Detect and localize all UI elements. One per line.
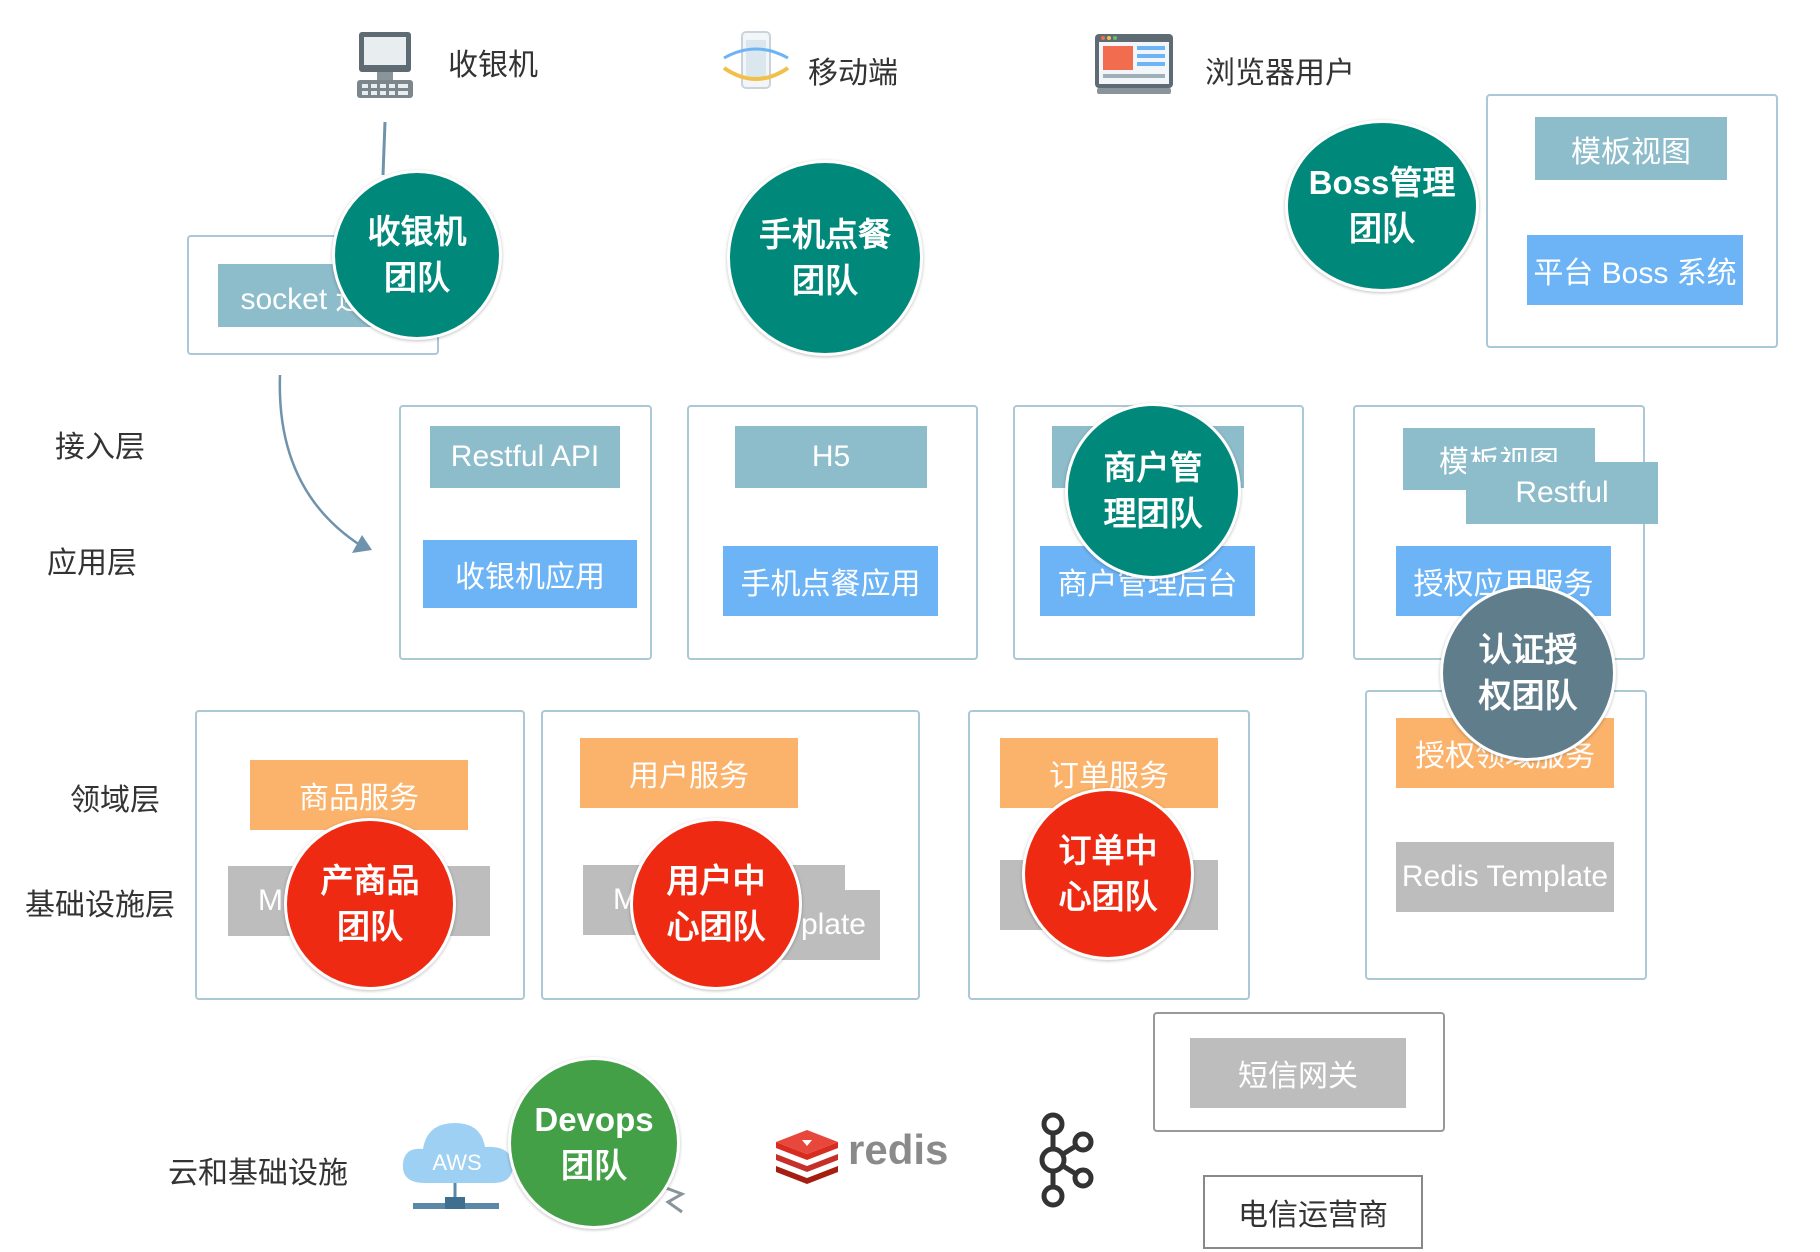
product-gray-text: M <box>258 884 283 917</box>
team-user-circle: 用户中 心团队 <box>630 818 802 990</box>
team-cashier-circle: 收银机 团队 <box>332 170 502 340</box>
team-boss-circle: Boss管理 团队 <box>1285 120 1479 292</box>
cashier-app-box: 收银机应用 <box>423 540 637 608</box>
redis-wordmark: redis <box>848 1126 949 1173</box>
client-cashier-label: 收银机 <box>448 49 538 82</box>
restful-api-box: Restful API <box>430 426 620 488</box>
boss-system-box: 平台 Boss 系统 <box>1527 235 1743 305</box>
team-auth-circle: 认证授 权团队 <box>1440 585 1616 761</box>
redis-template-box: Redis Template <box>1396 842 1614 912</box>
h5-box: H5 <box>735 426 927 488</box>
layer-cloud-label: 云和基础设施 <box>168 1157 348 1190</box>
user-gray-text-2: plate <box>800 908 866 941</box>
mobile-order-app-box: 手机点餐应用 <box>723 546 938 616</box>
client-browser-label: 浏览器用户 <box>1205 57 1355 90</box>
kafka-icon <box>1025 1110 1095 1210</box>
squiggle-icon <box>660 1180 690 1220</box>
client-mobile-label: 移动端 <box>808 57 898 90</box>
redis-icon <box>772 1128 842 1184</box>
telecom-box: 电信运营商 <box>1203 1175 1423 1249</box>
team-merchant-circle: 商户管 理团队 <box>1065 403 1241 579</box>
layer-infrastructure-label: 基础设施层 <box>25 889 175 922</box>
aws-label: AWS <box>432 1150 481 1175</box>
user-service-box: 用户服务 <box>580 738 798 808</box>
layer-access-label: 接入层 <box>55 431 145 464</box>
team-order-circle: 订单中 心团队 <box>1022 788 1194 960</box>
layer-application-label: 应用层 <box>47 547 137 580</box>
team-mobile-circle: 手机点餐 团队 <box>727 160 923 356</box>
aws-cloud-icon: AWS <box>395 1105 520 1220</box>
mobile-icon <box>718 28 794 98</box>
browser-icon <box>1093 32 1175 96</box>
template-view-top-box: 模板视图 <box>1535 117 1727 180</box>
restful-box: Restful <box>1466 462 1658 524</box>
computer-icon <box>355 30 415 100</box>
team-product-circle: 产商品 团队 <box>284 818 456 990</box>
sms-gateway-box: 短信网关 <box>1190 1038 1406 1108</box>
layer-domain-label: 领域层 <box>70 784 160 817</box>
team-devops-circle: Devops 团队 <box>508 1057 680 1229</box>
